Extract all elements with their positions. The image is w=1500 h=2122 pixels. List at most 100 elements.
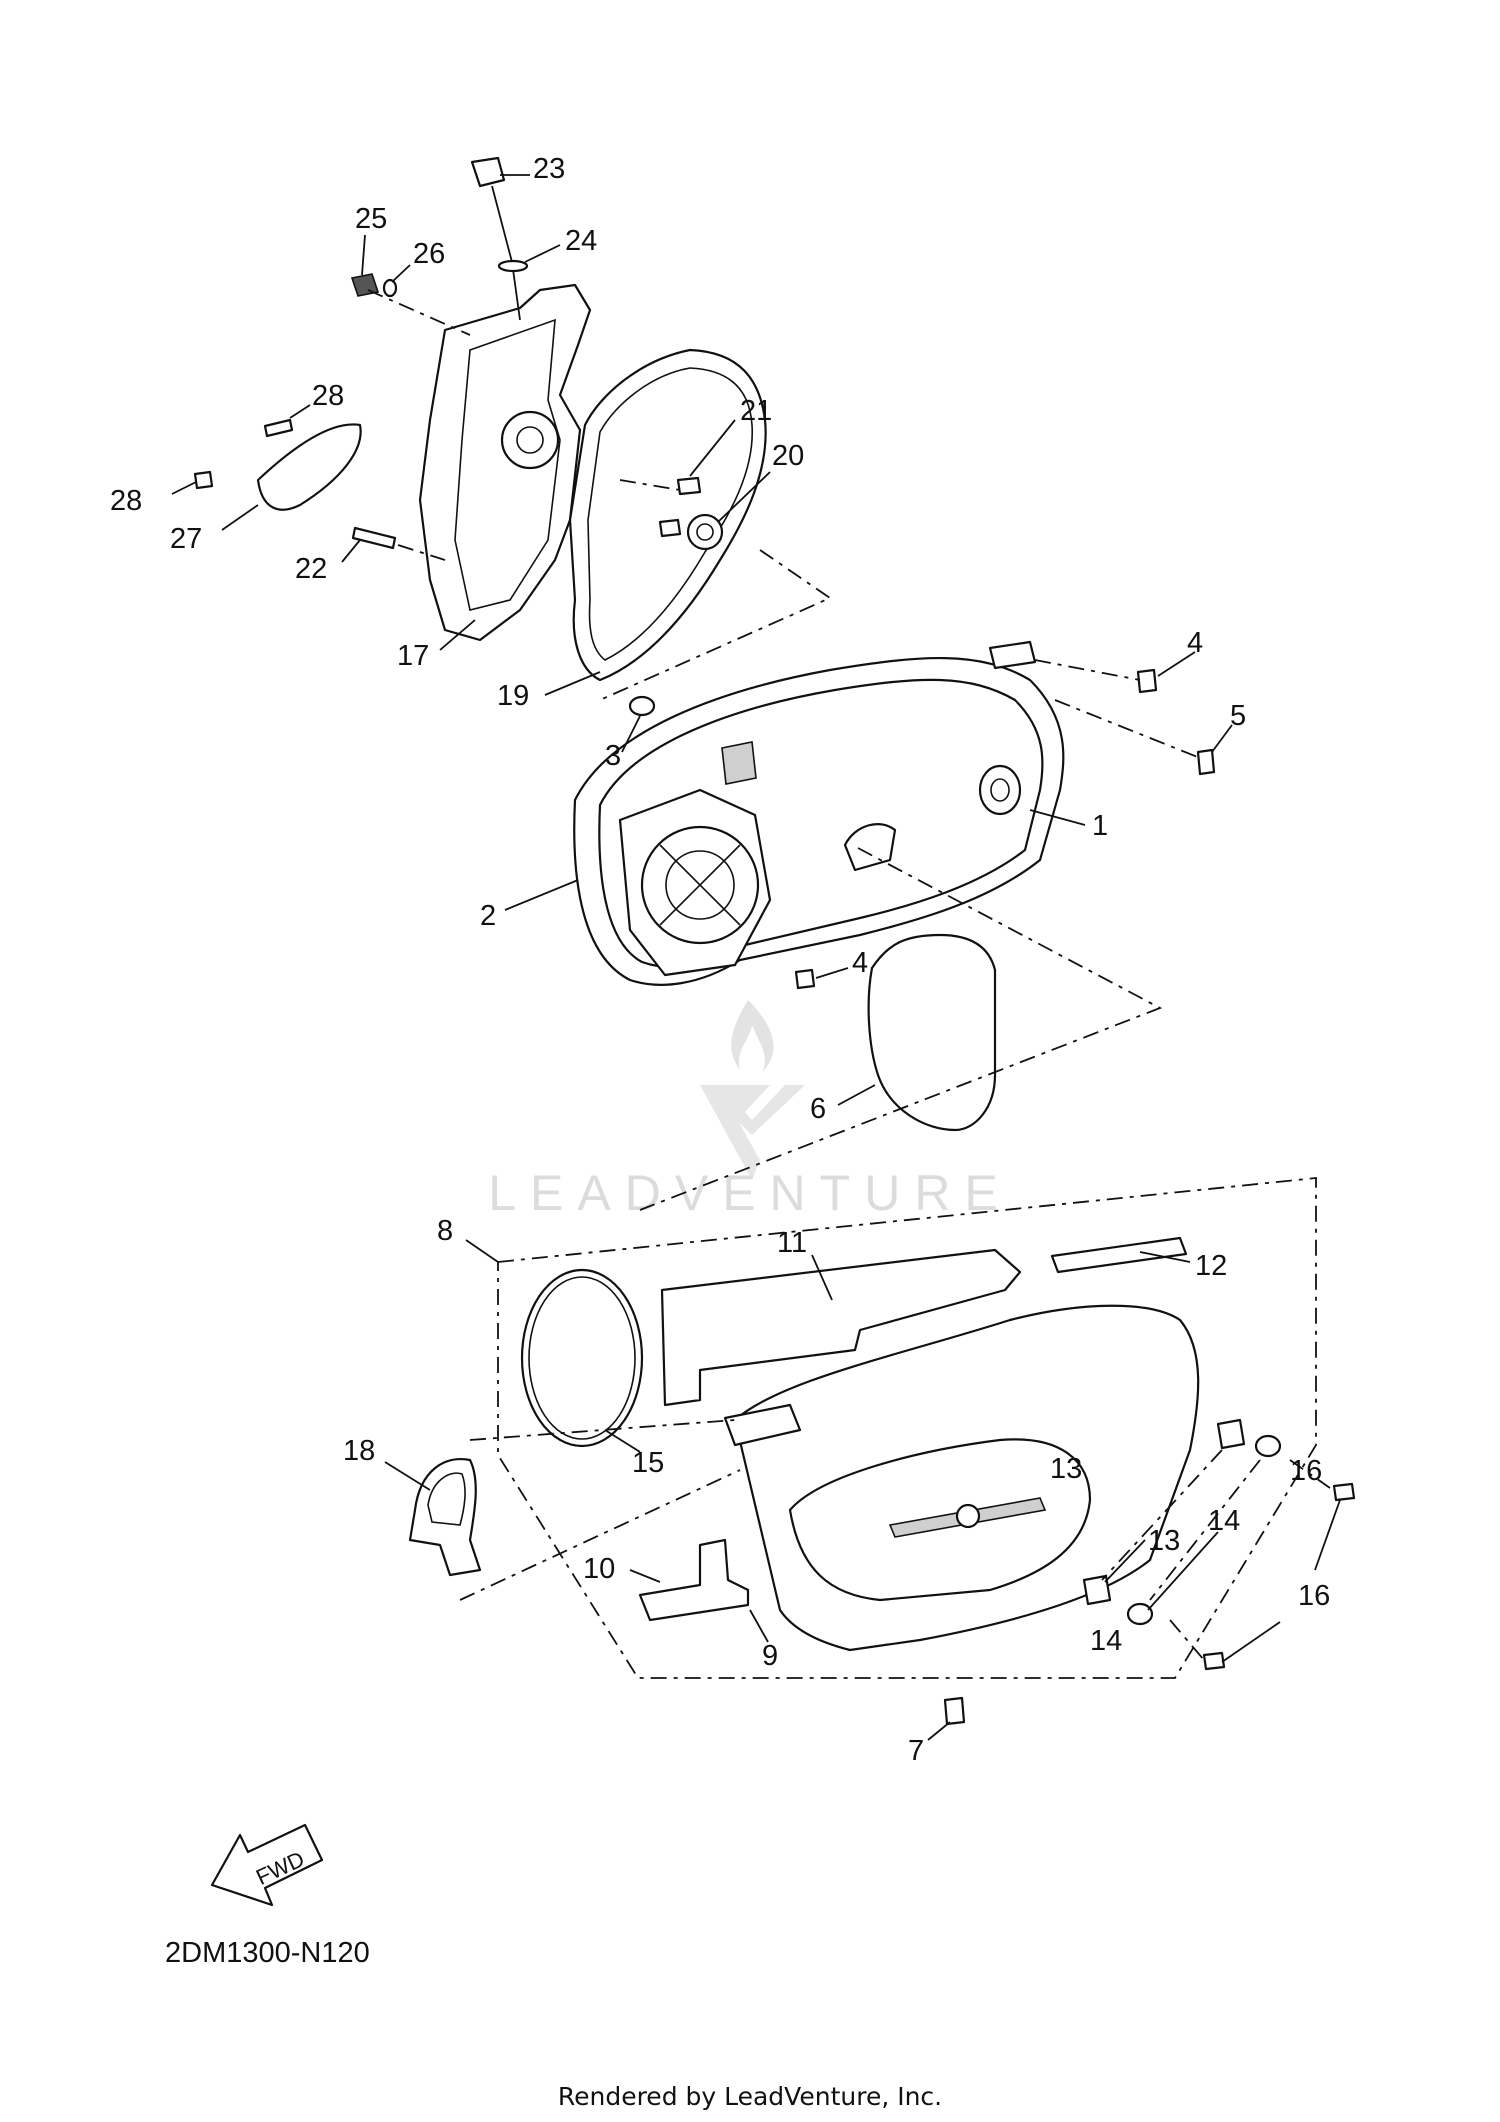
part-21-dowel-pin — [676, 476, 702, 496]
guide-25-to-cover — [367, 289, 471, 336]
leader-13 — [1104, 1539, 1146, 1583]
part-label: 15 — [632, 1447, 664, 1479]
part-16-bolt-lower — [1202, 1651, 1226, 1671]
part-label: 23 — [533, 153, 565, 185]
leader-16-lower — [1221, 1621, 1281, 1663]
part-label: 5 — [1230, 700, 1246, 732]
part-labels: 1 2 3 4 4 5 6 7 8 9 10 11 12 13 13 14 14… — [110, 153, 1330, 1767]
crankcase-cover-assembly — [193, 156, 767, 682]
diagram-code: 2DM1300-N120 — [165, 1937, 370, 1969]
leader-5 — [1211, 724, 1233, 753]
guide-4-to-cover — [1034, 659, 1141, 681]
part-17-bearing-boss — [500, 410, 560, 470]
leader-24 — [524, 244, 561, 263]
part-1-fan-inner — [665, 850, 735, 920]
leader-12 — [1139, 1251, 1191, 1263]
part-4-pin-lower — [794, 968, 816, 990]
part-12-seal-strip — [1050, 1236, 1188, 1274]
part-label: 1 — [1092, 810, 1108, 842]
leader-27 — [221, 504, 259, 531]
leader-20 — [717, 471, 771, 523]
part-20-oil-seal — [686, 513, 724, 551]
leader-2 — [504, 879, 579, 911]
part-1-logo-tab — [721, 741, 757, 785]
leader-28-lower — [171, 481, 197, 495]
leader-14 — [1147, 1531, 1219, 1611]
part-9-cover-hole — [955, 1503, 981, 1529]
part-label: 24 — [565, 225, 597, 257]
leader-10 — [629, 1569, 661, 1583]
part-label: 14 — [1090, 1625, 1122, 1657]
part-label: 21 — [740, 395, 772, 427]
leader-16-upper — [1314, 1499, 1341, 1571]
guide-16-lower — [1169, 1619, 1205, 1661]
part-3-washer — [628, 695, 656, 717]
part-7-bolt — [943, 1696, 966, 1726]
part-10-seal-strip — [638, 1538, 750, 1622]
outer-cover-assembly — [408, 1177, 1356, 1726]
leader-9 — [749, 1609, 769, 1643]
part-label: 6 — [810, 1093, 826, 1125]
leader-4-upper — [1157, 651, 1196, 677]
part-16-bolt-upper — [1332, 1482, 1356, 1502]
guide-22-to-cover — [397, 544, 446, 561]
leader-22 — [341, 539, 361, 563]
watermark-v-logo-icon — [700, 1085, 805, 1180]
part-18-duct-opening — [427, 1472, 466, 1526]
part-label: 3 — [605, 740, 621, 772]
part-20-oil-seal-inner — [696, 523, 714, 541]
assembly-8-boundary — [497, 1177, 1317, 1679]
guide-gasket-to-cover — [599, 549, 832, 701]
leader-6 — [837, 1084, 876, 1106]
part-21-dowel-pin-lower — [658, 518, 682, 538]
guide-filter-to-cover — [639, 847, 1163, 1211]
leader-17 — [439, 619, 476, 651]
part-6-air-filter — [867, 933, 997, 1132]
part-11-seal-strip — [660, 1248, 1022, 1407]
leader-8 — [465, 1239, 499, 1263]
part-label: 22 — [295, 553, 327, 585]
part-19-gasket-inner — [587, 367, 753, 661]
part-19-gasket — [568, 348, 767, 682]
part-27-bracket-plate — [256, 423, 362, 511]
leader-lines — [171, 174, 1341, 1741]
guide-15-to-cover — [469, 1419, 736, 1441]
part-label: 13 — [1050, 1453, 1082, 1485]
part-label: 16 — [1290, 1455, 1322, 1487]
guide-21-to-cover — [619, 479, 681, 491]
part-1-center-boss-inner — [990, 778, 1010, 802]
footer-credit: Rendered by LeadVenture, Inc. — [558, 2082, 942, 2111]
leader-7 — [927, 1721, 951, 1741]
leader-1 — [1029, 809, 1086, 826]
part-label: 4 — [852, 947, 868, 979]
part-26-o-ring-small — [382, 278, 398, 298]
part-label: 8 — [437, 1215, 453, 1247]
part-label: 28 — [110, 485, 142, 517]
part-28-bolt-upper — [263, 418, 294, 438]
part-label: 10 — [583, 1553, 615, 1585]
part-label: 26 — [413, 238, 445, 270]
guide-16-upper — [1289, 1459, 1331, 1489]
guide-14-upper-lower — [1149, 1459, 1261, 1601]
leader-19 — [544, 671, 601, 696]
part-label: 14 — [1208, 1505, 1240, 1537]
part-5-bolt — [1196, 748, 1216, 776]
watermark-flame-icon — [731, 1000, 774, 1072]
watermark-text: LEADVENTURE — [488, 1165, 1012, 1221]
leader-25 — [361, 234, 366, 276]
fwd-arrow-icon — [210, 1823, 324, 1907]
fwd-direction-indicator: FWD — [210, 1823, 324, 1907]
part-14-collar-lower — [1126, 1602, 1154, 1626]
part-label: 20 — [772, 440, 804, 472]
assembly-guides — [367, 289, 1331, 1661]
leader-18 — [384, 1461, 431, 1491]
part-label: 7 — [908, 1735, 924, 1767]
watermark: LEADVENTURE — [488, 1000, 1012, 1221]
part-17-boss-inner — [516, 426, 544, 454]
part-label: 9 — [762, 1640, 778, 1672]
part-label: 18 — [343, 1435, 375, 1467]
part-label: 2 — [480, 900, 496, 932]
part-23-dipstick-cap — [470, 156, 506, 188]
leader-3 — [621, 715, 641, 753]
